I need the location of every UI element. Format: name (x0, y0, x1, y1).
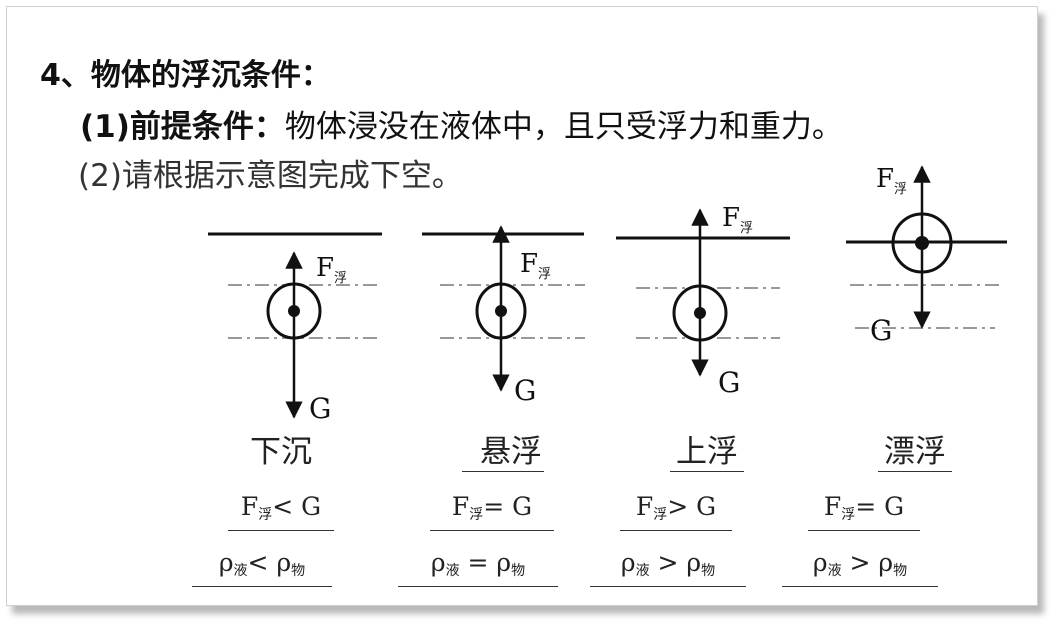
buoyancy-label: F (316, 253, 334, 283)
state-name-suspended: 悬浮 (462, 426, 544, 472)
state-name-rising: 上浮 (670, 426, 744, 472)
premise-line: (1)前提条件：物体浸没在液体中，且只受浮力和重力。 (80, 101, 843, 146)
force-relation-suspended: F浮= G (430, 492, 554, 531)
gravity-label: G (514, 374, 536, 407)
buoyancy-label-sub: 浮 (334, 271, 347, 286)
diagram-floating: F 浮 G (846, 164, 1007, 347)
density-relation-suspended: ρ液 = ρ物 (398, 548, 558, 587)
state-name-sinking: 下沉 (250, 434, 312, 470)
force-relation-floating: F浮= G (808, 492, 920, 531)
density-relation-rising: ρ液 > ρ物 (590, 548, 746, 587)
force-relation-rising: F浮> G (620, 492, 732, 531)
instruction-line: (2)请根据示意图完成下空。 (78, 158, 463, 194)
buoyancy-label-sub: 浮 (538, 267, 551, 282)
diagram-suspended: F 浮 G (422, 225, 585, 407)
gravity-label: G (870, 314, 892, 347)
buoyancy-label: F (876, 164, 894, 194)
section-heading: 4、物体的浮沉条件： (40, 58, 331, 93)
buoyancy-label: F (722, 203, 740, 233)
diagram-sinking: F 浮 G (208, 232, 382, 425)
buoyancy-label-sub: 浮 (740, 221, 753, 236)
state-name-floating: 漂浮 (878, 426, 952, 472)
premise-label: (1)前提条件： (80, 109, 285, 145)
density-relation-sinking: ρ液< ρ物 (192, 548, 332, 587)
premise-text: 物体浸没在液体中，且只受浮力和重力。 (284, 109, 843, 145)
force-relation-sinking: F浮< G (228, 492, 334, 531)
gravity-label: G (309, 392, 331, 425)
buoyancy-label: F (520, 249, 538, 279)
gravity-label: G (718, 366, 740, 399)
buoyancy-label-sub: 浮 (894, 182, 907, 197)
density-relation-floating: ρ液 > ρ物 (782, 548, 938, 587)
diagram-rising: F 浮 G (616, 203, 790, 399)
